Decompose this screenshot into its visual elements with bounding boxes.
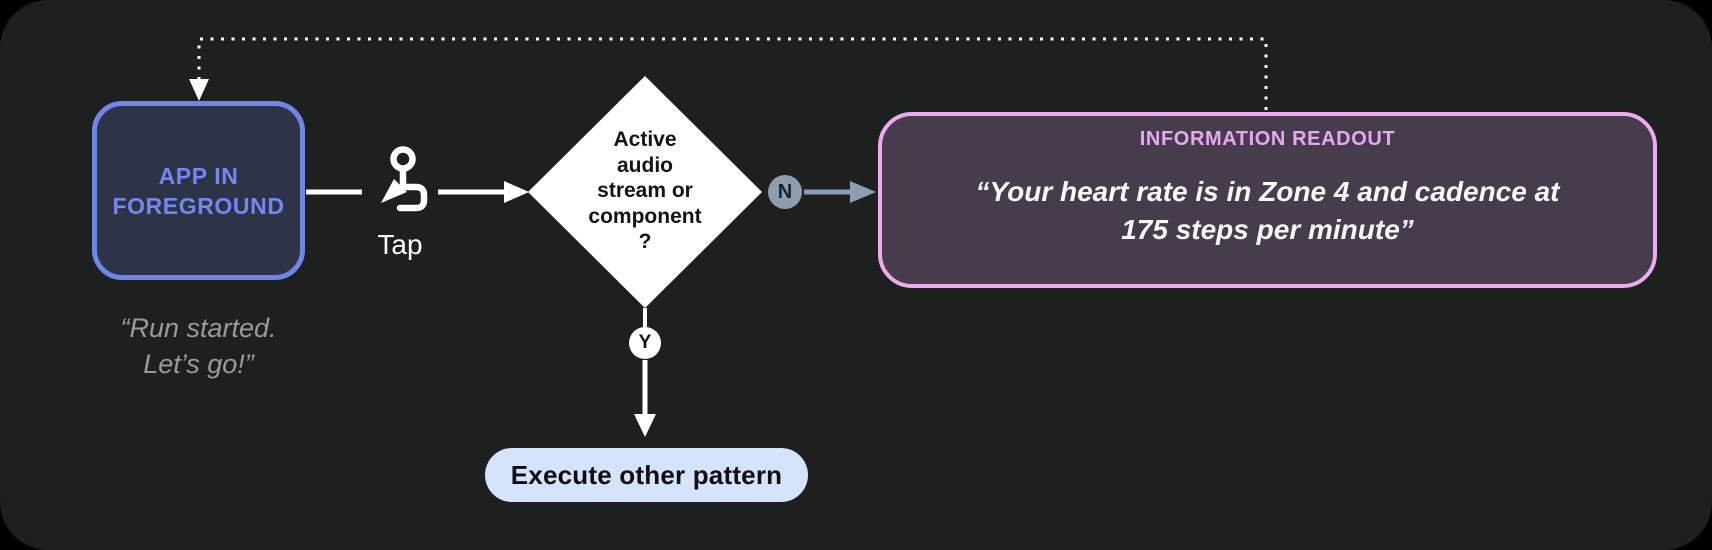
decision-label: Active audio stream or component ? bbox=[588, 128, 702, 253]
edge-no-arrowhead-icon bbox=[850, 181, 876, 203]
app-in-foreground-node: APP IN FOREGROUND bbox=[92, 101, 305, 280]
tap-gesture-icon bbox=[381, 146, 428, 212]
app-in-foreground-label: APP IN FOREGROUND bbox=[112, 162, 285, 219]
run-started-caption: “Run started. Let’s go!” bbox=[120, 313, 277, 379]
execute-other-pattern-label: Execute other pattern bbox=[510, 459, 783, 490]
feedback-arrowhead-icon bbox=[189, 79, 209, 101]
edge-yes-arrowhead-icon bbox=[634, 414, 656, 437]
information-readout-node: INFORMATION READOUT “Your heart rate is … bbox=[878, 112, 1657, 288]
tap-label: Tap bbox=[377, 229, 423, 260]
no-branch-letter: N bbox=[777, 180, 793, 203]
yes-branch-badge: Y bbox=[629, 327, 661, 359]
information-readout-title: INFORMATION READOUT bbox=[1139, 128, 1396, 150]
feedback-dotted-line bbox=[197, 37, 1268, 110]
no-branch-badge: N bbox=[768, 175, 802, 209]
yes-branch-letter: Y bbox=[638, 332, 652, 353]
edge-tap-arrowhead-icon bbox=[504, 181, 529, 203]
decision-diamond-shape bbox=[528, 76, 762, 308]
execute-other-pattern-node: Execute other pattern bbox=[485, 448, 808, 502]
information-readout-quote: “Your heart rate is in Zone 4 and cadenc… bbox=[975, 175, 1560, 245]
